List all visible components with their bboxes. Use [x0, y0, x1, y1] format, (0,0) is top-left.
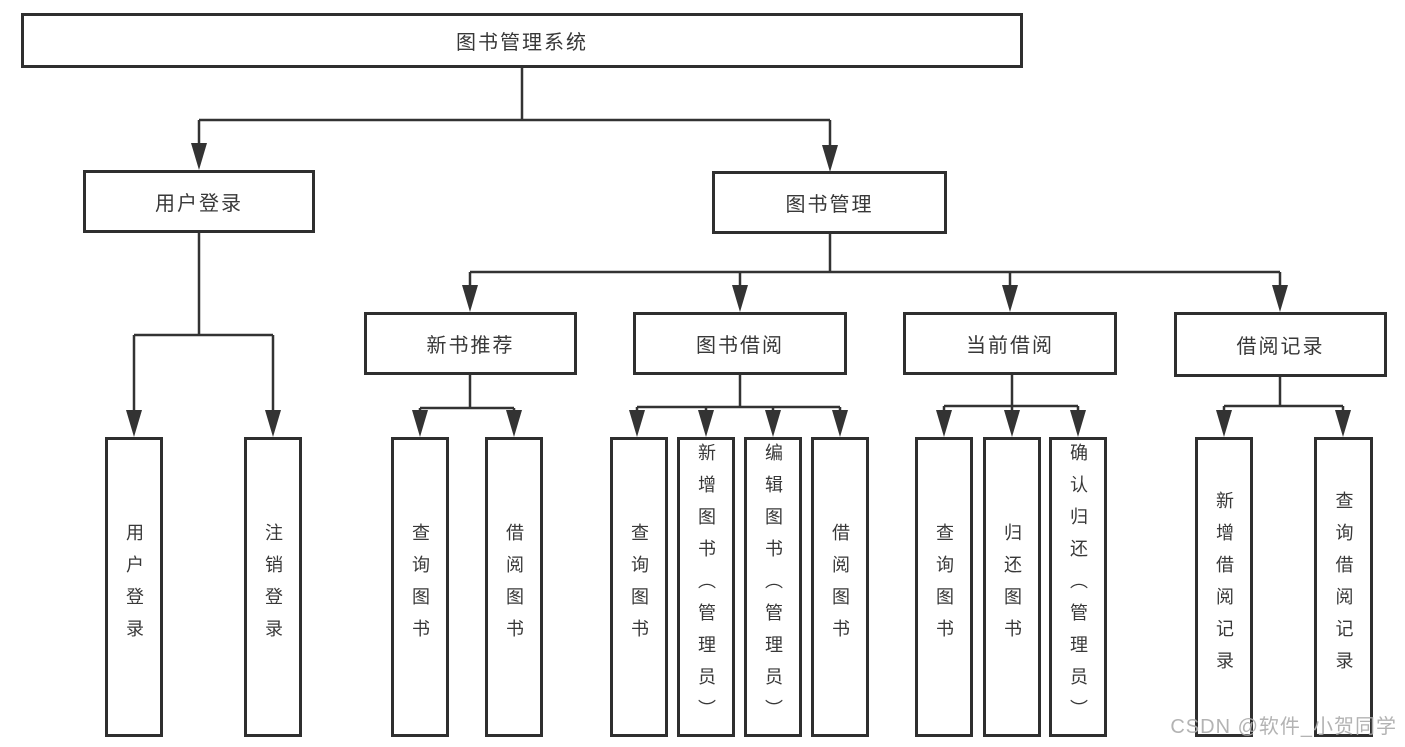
leaf-recommend-query-books: 查询图书 — [391, 437, 449, 737]
connector-root-to-level2 — [197, 68, 832, 147]
leaf-borrowing-borrow-books: 借阅图书 — [811, 437, 869, 737]
connector-current-to-leaves — [942, 375, 1080, 413]
connector-login-to-leaves — [132, 233, 275, 412]
leaf-borrowing-query-books: 查询图书 — [610, 437, 668, 737]
node-new-book-recommendation: 新书推荐 — [364, 312, 577, 375]
node-label: 图书管理系统 — [456, 32, 588, 54]
leaf-edit-book-admin: 编辑图书（管理员） — [744, 437, 802, 737]
node-label: 归还图书 — [1002, 523, 1022, 651]
node-label: 查询图书 — [410, 523, 430, 651]
node-book-borrowing: 图书借阅 — [633, 312, 847, 375]
node-label: 借阅图书 — [504, 523, 524, 651]
leaf-logout: 注销登录 — [244, 437, 302, 737]
node-label: 图书管理 — [785, 194, 874, 216]
node-borrowing-records: 借阅记录 — [1174, 312, 1387, 377]
leaf-query-borrow-record: 查询借阅记录 — [1314, 437, 1373, 737]
node-label: 借阅图书 — [830, 523, 850, 651]
node-label: 用户登录 — [124, 523, 144, 651]
node-label: 新书推荐 — [426, 335, 515, 357]
node-label: 确认归还（管理员） — [1068, 443, 1088, 731]
node-label: 当前借阅 — [966, 335, 1054, 357]
node-label: 图书借阅 — [696, 335, 784, 357]
node-label: 新增借阅记录 — [1214, 491, 1234, 683]
leaf-current-query-books: 查询图书 — [915, 437, 973, 737]
connector-borrowing-to-leaves — [635, 375, 842, 413]
leaf-recommend-borrow-books: 借阅图书 — [485, 437, 543, 737]
node-current-borrowing: 当前借阅 — [903, 312, 1117, 375]
csdn-watermark: CSDN @软件_小贺同学 — [1170, 716, 1397, 738]
node-label: 查询图书 — [934, 523, 954, 651]
node-label: 借阅记录 — [1236, 336, 1325, 358]
connector-manage-to-level3 — [468, 234, 1282, 288]
leaf-confirm-return-admin: 确认归还（管理员） — [1049, 437, 1107, 737]
node-label: 查询图书 — [629, 523, 649, 651]
node-label: 编辑图书（管理员） — [763, 443, 783, 731]
node-user-login: 用户登录 — [83, 170, 315, 233]
leaf-add-book-admin: 新增图书（管理员） — [677, 437, 735, 737]
node-library-management-system: 图书管理系统 — [21, 13, 1023, 68]
node-label: 用户登录 — [155, 193, 243, 215]
leaf-return-books: 归还图书 — [983, 437, 1041, 737]
leaf-user-login: 用户登录 — [105, 437, 163, 737]
node-label: 注销登录 — [263, 523, 283, 651]
node-label: 查询借阅记录 — [1333, 491, 1354, 683]
leaf-add-borrow-record: 新增借阅记录 — [1195, 437, 1253, 737]
node-book-management: 图书管理 — [712, 171, 947, 234]
connector-records-to-leaves — [1222, 377, 1345, 413]
arrowheads — [126, 143, 1351, 437]
connector-recommend-to-leaves — [418, 375, 516, 413]
node-label: 新增图书（管理员） — [696, 443, 716, 731]
